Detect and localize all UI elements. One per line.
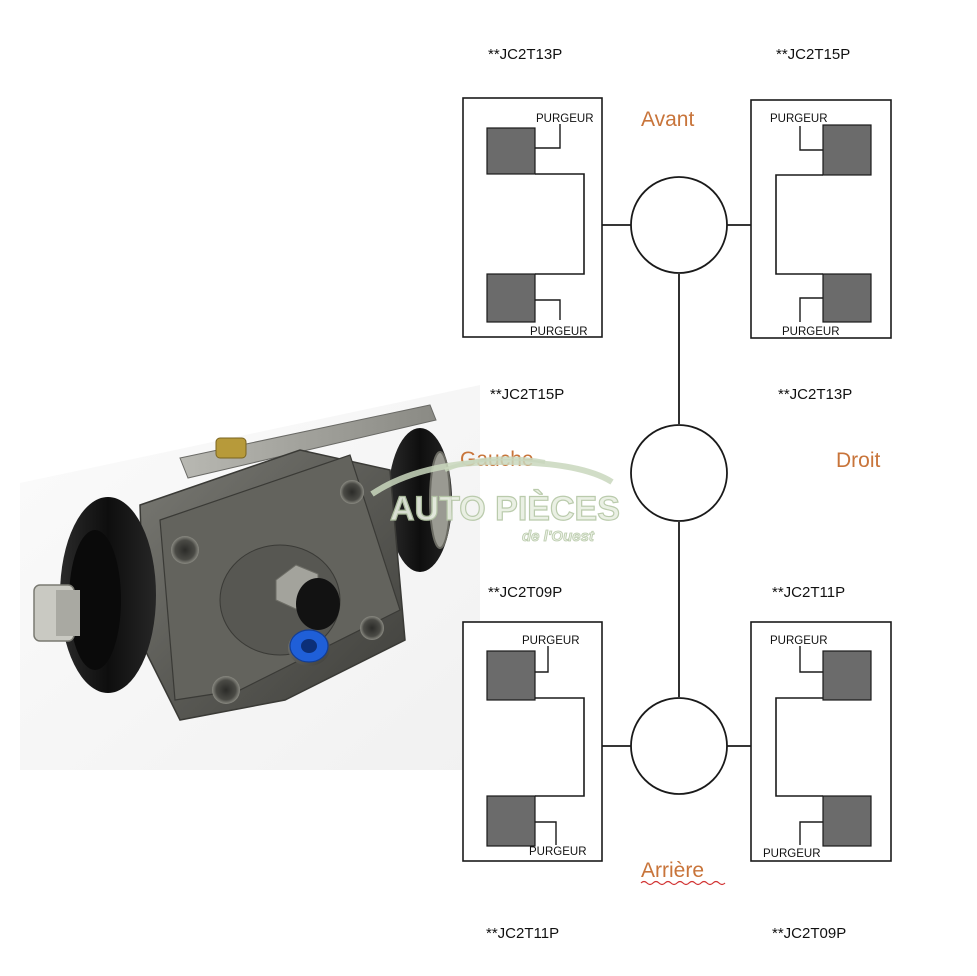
bolt-hole [171,536,199,564]
ref-rear-right-upper: **JC2T11P [772,584,845,601]
bleeder-lead-upper [535,124,561,149]
cylinder-lower [822,273,872,323]
watermark-subtitle: de l'Ouest [522,528,595,545]
brake-cylinder-photo [20,385,480,770]
bleeder-lead-lower [535,821,557,845]
ref-front-right-upper: **JC2T15P [776,46,850,63]
brass-fitting [215,437,247,459]
cylinder-lower [486,795,536,847]
bleeder-lead-lower [799,297,823,322]
wheel-rear-right: PURGEUR PURGEUR [750,621,892,862]
wheel-front-left: PURGEUR PURGEUR [462,97,603,338]
bleeder-label: PURGEUR [522,635,580,647]
bleeder-label: PURGEUR [536,113,594,125]
cylinder-upper [822,650,872,701]
rear-axle-junction [630,697,728,795]
bleeder-label: PURGEUR [770,635,828,647]
center-junction [630,424,728,522]
bleeder-label: PURGEUR [530,326,588,338]
blue-cap-hole [301,639,317,653]
wheel-pipe [775,174,823,275]
adjuster-spring [429,451,451,549]
piston-pin-shoulder [56,590,80,636]
bleeder-label: PURGEUR [770,113,828,125]
bolt-hole [360,616,384,640]
mounting-plate [179,404,437,479]
cylinder-upper [486,127,536,175]
wheel-pipe [535,173,585,275]
bleeder-label: PURGEUR [763,848,821,860]
cylinder-lower [486,273,536,323]
cylinder-upper [822,124,872,176]
part-references: **JC2T13P **JC2T15P **JC2T15P **JC2T13P … [486,46,852,942]
bleeder-lead-lower [799,821,823,845]
cylinder-upper [486,650,536,701]
bleeder-label: PURGEUR [782,326,840,338]
left-boot-rim [69,530,121,670]
watermark-brand: AUTO PIÈCES [390,490,620,528]
spellcheck-underline [640,880,726,886]
ref-front-right-lower: **JC2T13P [778,386,852,403]
bleeder-rubber-cap [296,578,340,630]
watermark-car-swoosh [370,458,614,497]
bleeder-lead-upper [799,126,823,151]
ref-rear-left-lower: **JC2T11P [486,925,559,942]
label-rear: Arrière [641,859,704,882]
cylinder-lower [822,795,872,847]
watermark-logo: AUTO PIÈCES de l'Ouest [370,456,620,545]
wheel-rear-left: PURGEUR PURGEUR [462,621,603,862]
label-front: Avant [641,108,694,131]
wheel-pipe [535,697,585,797]
label-right: Droit [836,449,881,472]
bleeder-lead-lower [535,299,561,320]
bleeder-lead-upper [799,646,823,673]
ref-rear-left-upper: **JC2T09P [488,584,562,601]
bolt-hole [340,480,364,504]
junctions [630,176,728,795]
ref-front-left-lower: **JC2T15P [490,386,564,403]
front-axle-junction [630,176,728,274]
bolt-hole [212,676,240,704]
ref-front-left-upper: **JC2T13P [488,46,562,63]
watermark-car-roof [444,456,546,472]
bleeder-label: PURGEUR [529,846,587,858]
wheel-front-right: PURGEUR PURGEUR [750,99,892,339]
wheel-pipe [775,697,823,797]
bleeder-lead-upper [535,646,549,673]
ref-rear-right-lower: **JC2T09P [772,925,846,942]
